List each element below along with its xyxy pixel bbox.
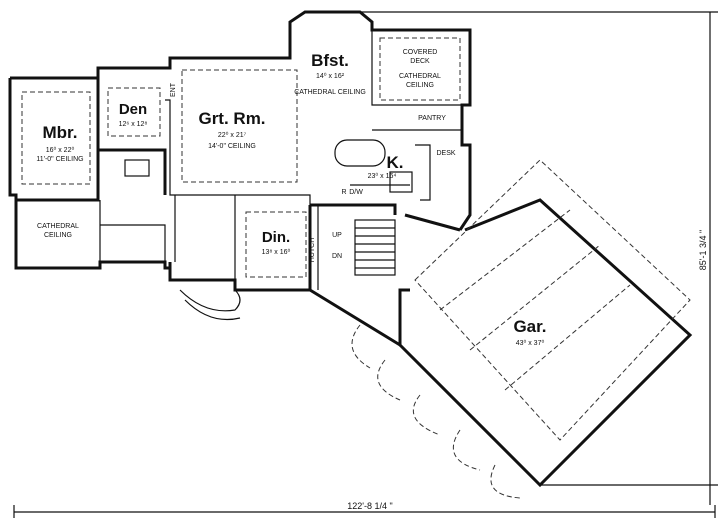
room-name: K. xyxy=(387,153,404,172)
room-size: 12⁶ x 12⁸ xyxy=(119,121,148,128)
bath-ceiling-label: CATHEDRAL xyxy=(37,223,79,230)
room-name: Bfst. xyxy=(311,51,349,70)
stair-up-label: UP xyxy=(332,232,342,239)
ceiling-outlines xyxy=(21,37,691,441)
deck-ceiling-label: CEILING xyxy=(406,82,434,89)
deck-ceiling-label: CATHEDRAL xyxy=(399,73,441,80)
overall-width-dimension: 122'-8 1/4 " xyxy=(347,501,392,511)
entertainment-label: ENT xyxy=(170,82,177,97)
refrigerator-label: R xyxy=(341,189,346,196)
overall-depth-dimension: 85'-1 3/4 " xyxy=(698,230,708,270)
garage-door-swings xyxy=(351,324,521,499)
entry-porch xyxy=(179,289,241,321)
room-den: Den 12⁶ x 12⁸ xyxy=(119,101,148,128)
room-note: CATHEDRAL CEILING xyxy=(294,89,366,96)
kitchen-fixtures xyxy=(124,139,413,193)
room-note: 14'-0" CEILING xyxy=(208,143,256,150)
room-mbr: Mbr. 16⁰ x 22⁰ 11'-0" CEILING xyxy=(36,123,83,163)
room-name: Den xyxy=(119,101,147,118)
room-size: 22⁰ x 21⁷ xyxy=(218,131,247,139)
room-name: Grt. Rm. xyxy=(198,109,265,128)
covered-deck-label: COVERED xyxy=(403,49,438,56)
room-dining: Din. 13⁸ x 16⁰ xyxy=(262,229,291,256)
room-note: 11'-0" CEILING xyxy=(36,156,83,163)
room-size: 14⁰ x 16² xyxy=(316,72,345,80)
room-size: 16⁰ x 22⁰ xyxy=(46,146,75,154)
room-great-room: Grt. Rm. 22⁰ x 21⁷ 14'-0" CEILING xyxy=(198,109,265,150)
exterior-walls xyxy=(8,10,693,488)
room-garage: Gar. 43⁰ x 37⁰ xyxy=(513,317,546,347)
interior-walls xyxy=(16,30,463,290)
room-kitchen: K. 23⁰ x 16⁴ xyxy=(368,153,404,180)
room-name: Gar. xyxy=(513,317,546,336)
staircase xyxy=(354,219,396,276)
room-size: 43⁰ x 37⁰ xyxy=(516,339,545,347)
hutch-label: HUTCH xyxy=(309,238,316,263)
covered-deck-label: DECK xyxy=(410,58,430,65)
dimension-lines xyxy=(13,11,718,518)
room-size: 23⁰ x 16⁴ xyxy=(368,172,397,180)
pantry-label: PANTRY xyxy=(418,115,446,122)
bath-ceiling-label: CEILING xyxy=(44,232,72,239)
room-size: 13⁸ x 16⁰ xyxy=(262,248,291,256)
desk-label: DESK xyxy=(436,150,455,157)
annotations: COVERED DECK CATHEDRAL CEILING PANTRY DE… xyxy=(37,49,456,262)
dishwasher-label: D/W xyxy=(349,189,363,196)
stair-down-label: DN xyxy=(332,253,342,260)
room-breakfast: Bfst. 14⁰ x 16² CATHEDRAL CEILING xyxy=(294,51,366,96)
room-name: Din. xyxy=(262,229,290,246)
room-name: Mbr. xyxy=(43,123,78,142)
